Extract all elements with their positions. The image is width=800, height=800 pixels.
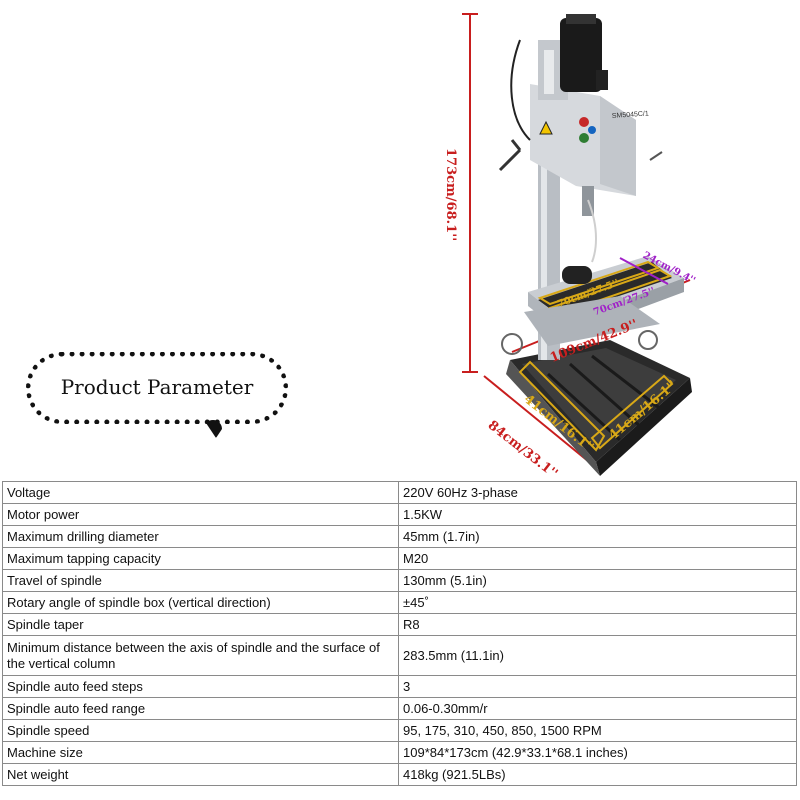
spec-value: 220V 60Hz 3-phase [398,481,797,504]
motor [560,18,602,92]
spec-value: 109*84*173cm (42.9*33.1*68.1 inches) [398,741,797,764]
spec-row: Rotary angle of spindle box (vertical di… [2,591,797,614]
depth-dimension-line [483,375,595,467]
spec-label: Travel of spindle [2,569,399,592]
drill-press-illustration: SM5045C/1 [462,13,692,476]
spec-label: Net weight [2,763,399,786]
spec-label: Spindle taper [2,613,399,636]
spec-label: Voltage [2,481,399,504]
spec-value: 1.5KW [398,503,797,526]
height-dimension-label: 173cm/68.1'' [443,148,458,242]
callout-title: Product Parameter [60,375,254,399]
spec-label: Spindle auto feed range [2,697,399,720]
spec-label: Spindle speed [2,719,399,742]
spec-label: Maximum drilling diameter [2,525,399,548]
spec-value: R8 [398,613,797,636]
callout-tail [204,420,228,438]
spec-value: 95, 175, 310, 450, 850, 1500 RPM [398,719,797,742]
spec-value: 0.06-0.30mm/r [398,697,797,720]
spec-label: Spindle auto feed steps [2,675,399,698]
spec-value: M20 [398,547,797,570]
spec-value: 3 [398,675,797,698]
spec-value: ±45˚ [398,591,797,614]
product-parameter-callout: Product Parameter [26,352,288,424]
spec-value: 283.5mm (11.1in) [398,635,797,676]
spec-value: 45mm (1.7in) [398,525,797,548]
spec-label: Minimum distance between the axis of spi… [2,635,399,676]
spec-value: 418kg (921.5LBs) [398,763,797,786]
spec-label: Motor power [2,503,399,526]
spec-value: 130mm (5.1in) [398,569,797,592]
spec-label: Maximum tapping capacity [2,547,399,570]
product-figure: SM5045C/1 Product Parameter 173cm/68.1''… [26,13,697,482]
spec-label: Machine size [2,741,399,764]
model-plate: SM5045C/1 [612,110,649,120]
spec-row: Minimum distance between the axis of spi… [2,635,797,676]
spec-label: Rotary angle of spindle box (vertical di… [2,591,399,614]
